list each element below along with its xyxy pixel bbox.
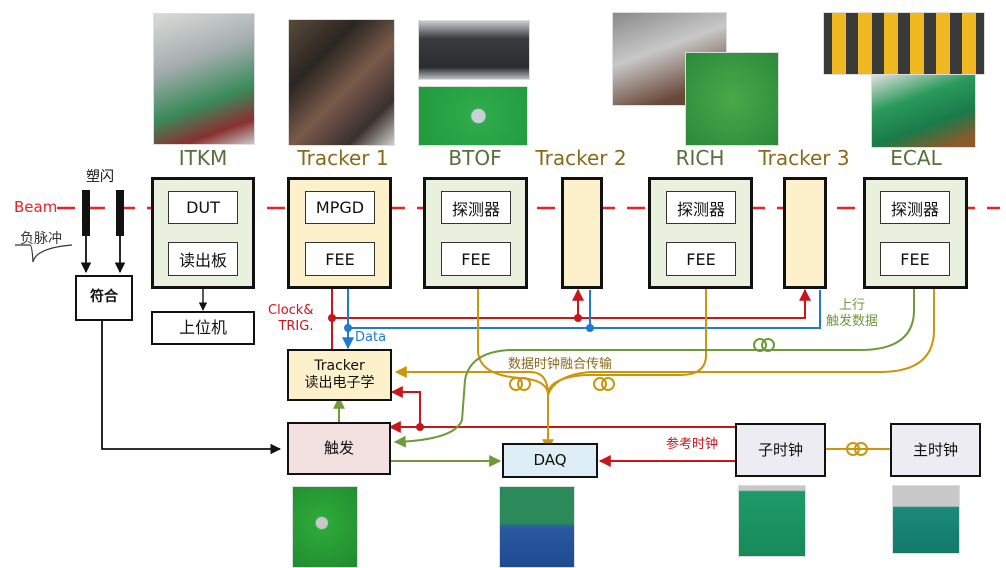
sub-clock-box: 子时钟 [735,423,826,477]
fusion-label: 数据时钟融合传输 [508,357,613,372]
detector-title-ecal: ECAL [890,146,942,170]
itkm-readout-board: 读出板 [168,242,238,276]
btof-fee: FEE [441,242,511,276]
clock-trig-label: Clock& TRIG. [268,303,314,334]
coincidence-box: 符合 [75,275,133,321]
detector-title-btof: BTOF [448,146,502,170]
detector-tracker3 [783,177,827,289]
tracker1-mpgd: MPGD [305,191,375,224]
trigger-box: 触发 [287,422,391,475]
daq-photo [499,486,575,568]
host-computer: 上位机 [151,311,255,345]
btof-photo-detector [418,20,530,80]
scintillator-bar [116,190,124,236]
data-label: Data [355,330,387,345]
tracker1-fee: FEE [305,242,375,276]
master-clock-box: 主时钟 [890,423,981,477]
rich-photo-board [685,52,779,146]
tracker1-photo [288,19,395,146]
scintillator-bar [82,190,90,236]
detector-tracker2 [561,177,603,289]
uplink-trigger-label: 上行 触发数据 [826,298,879,330]
tracker-readout-box: Tracker 读出电子学 [287,349,392,401]
itkm-photo [153,13,255,145]
beam-label: Beam [14,198,58,216]
negative-pulse-icon [15,244,73,263]
ref-clock-label: 参考时钟 [666,437,719,452]
ecal-detector: 探测器 [880,191,950,224]
btof-photo-board [418,86,528,146]
detector-title-itkm: ITKM [178,146,228,170]
negative-pulse-label: 负脉冲 [20,231,62,247]
master-clock-photo [892,485,960,554]
sub-clock-photo [738,485,806,557]
detector-title-rich: RICH [675,146,725,170]
ecal-photo-board [871,74,976,148]
ecal-fee: FEE [880,242,950,276]
rich-detector: 探测器 [666,191,736,224]
detector-title-tracker1: Tracker 1 [297,146,389,170]
detector-title-tracker2: Tracker 2 [535,146,627,170]
btof-detector: 探测器 [441,191,511,224]
trigger-photo [292,486,358,568]
itkm-dut: DUT [168,191,238,224]
ecal-photo-crystals [823,12,985,75]
scintillator-label: 塑闪 [86,169,114,185]
detector-title-tracker3: Tracker 3 [758,146,850,170]
daq-box: DAQ [502,443,598,478]
rich-fee: FEE [666,242,736,276]
